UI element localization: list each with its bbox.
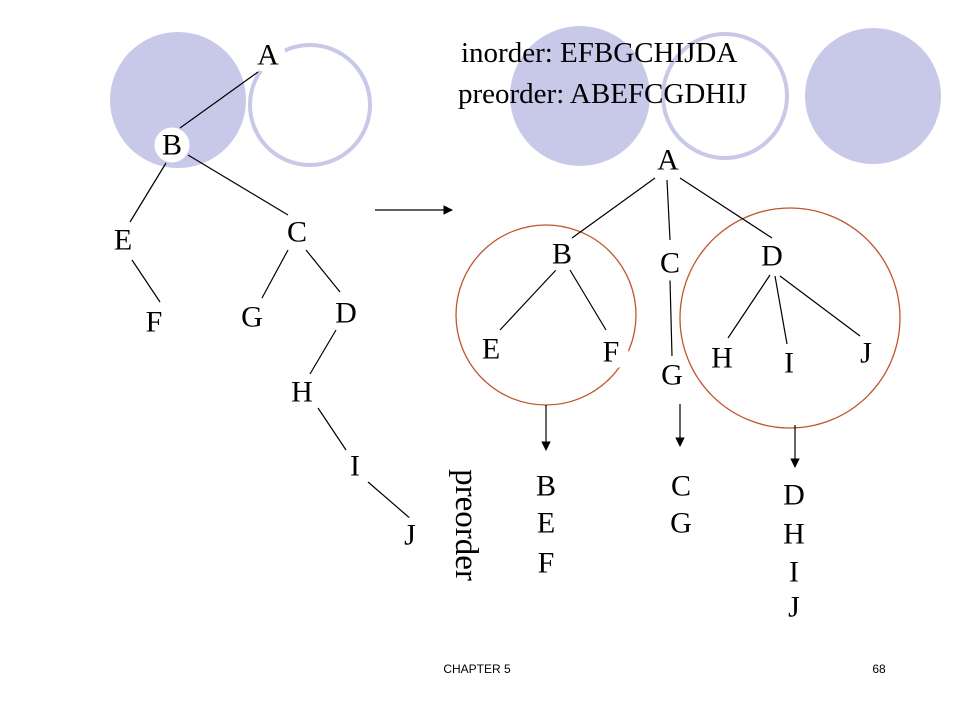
sequence-letter: E	[537, 507, 555, 540]
node-label: E	[482, 333, 500, 366]
edge-c-g	[261, 249, 289, 299]
edge-i-j	[367, 481, 413, 521]
node-label: H	[291, 376, 313, 409]
sequence-letter: C	[671, 470, 691, 503]
node-label: J	[860, 337, 872, 370]
edge-a-b	[179, 71, 259, 129]
binary-tree-node-d: D	[328, 295, 364, 331]
edge-d-j	[779, 275, 861, 337]
node-label: C	[660, 247, 680, 280]
sequence-letter: I	[789, 556, 799, 589]
edge-e-f	[131, 259, 161, 303]
deco-circle-filled	[510, 26, 650, 166]
node-label: D	[335, 297, 357, 330]
sequence-bef: B E F	[536, 470, 556, 580]
edge-b-c	[187, 154, 289, 216]
edge-b-e	[499, 269, 557, 331]
forest-node-e: E	[473, 331, 509, 367]
deco-circle-outline	[248, 43, 372, 167]
sequence-letter: G	[670, 507, 692, 540]
binary-tree-node-b: B	[154, 127, 190, 163]
preorder-sequence: preorder: ABEFCGDHIJ	[458, 78, 747, 110]
node-label: J	[404, 519, 416, 552]
footer-chapter: CHAPTER 5	[443, 662, 511, 676]
forest-node-c: C	[652, 245, 688, 281]
edge-h-i	[317, 407, 347, 451]
node-label: H	[711, 342, 733, 375]
inorder-sequence: inorder: EFBGCHIJDA	[461, 37, 737, 69]
node-label: A	[257, 39, 279, 72]
subtree-group-circle-d	[679, 207, 901, 429]
edge-a-b	[571, 177, 656, 239]
sequence-letter: F	[538, 547, 555, 580]
forest-node-g: G	[654, 357, 690, 393]
edge-b-f	[569, 269, 607, 331]
edge-d-i	[774, 275, 788, 345]
binary-tree-node-h: H	[284, 374, 320, 410]
sequence-letter: B	[536, 470, 556, 503]
sequence-cg: C G	[670, 470, 692, 540]
edge-a-d	[679, 177, 773, 239]
edge-d-h	[309, 329, 337, 375]
node-label: G	[241, 301, 263, 334]
forest-tree: A B E F C G D H	[473, 142, 884, 393]
binary-tree-node-f: F	[136, 304, 172, 340]
binary-tree-edges	[129, 71, 413, 521]
edge-d-h	[727, 274, 771, 339]
forest-node-j: J	[848, 335, 884, 371]
forest-tree-edges	[499, 177, 861, 357]
binary-tree-node-e: E	[105, 222, 141, 258]
deco-circle-outline	[661, 32, 789, 160]
forest-node-i: I	[773, 347, 805, 380]
sequence-letter: J	[788, 591, 800, 624]
node-label: D	[761, 240, 783, 273]
node-label: I	[350, 450, 360, 483]
node-label: C	[287, 216, 307, 249]
binary-tree-node-g: G	[234, 299, 270, 335]
binary-tree: A B E F C G D H	[105, 37, 428, 553]
forest-node-f: F	[593, 334, 629, 370]
node-label: G	[661, 359, 683, 392]
forest-node-b: B	[544, 236, 580, 272]
edge-a-c	[666, 179, 671, 241]
footer-page-number: 68	[872, 662, 886, 676]
node-label: E	[114, 224, 132, 257]
decorative-circles	[110, 26, 941, 168]
sequence-dhij: D H I J	[783, 479, 805, 624]
edge-c-d	[305, 249, 341, 293]
binary-tree-node-i: I	[339, 450, 371, 483]
binary-tree-node-a: A	[250, 37, 286, 73]
node-label: B	[162, 129, 182, 162]
vertical-preorder-label: preorder	[448, 469, 484, 581]
forest-node-a: A	[650, 142, 686, 178]
node-label: B	[552, 238, 572, 271]
edge-c-g	[669, 279, 673, 357]
node-label: F	[603, 336, 620, 369]
forest-node-d: D	[754, 238, 790, 274]
binary-tree-node-c: C	[279, 214, 315, 250]
node-label: A	[657, 144, 679, 177]
deco-circle-filled	[805, 28, 941, 164]
sequence-letter: H	[783, 518, 805, 551]
sequence-letter: D	[783, 479, 805, 512]
node-label: F	[146, 306, 163, 339]
deco-circle-filled	[110, 32, 246, 168]
edge-b-e	[129, 162, 167, 223]
forest-node-h: H	[704, 340, 740, 376]
node-label: I	[784, 347, 794, 380]
binary-tree-node-j: J	[392, 517, 428, 553]
